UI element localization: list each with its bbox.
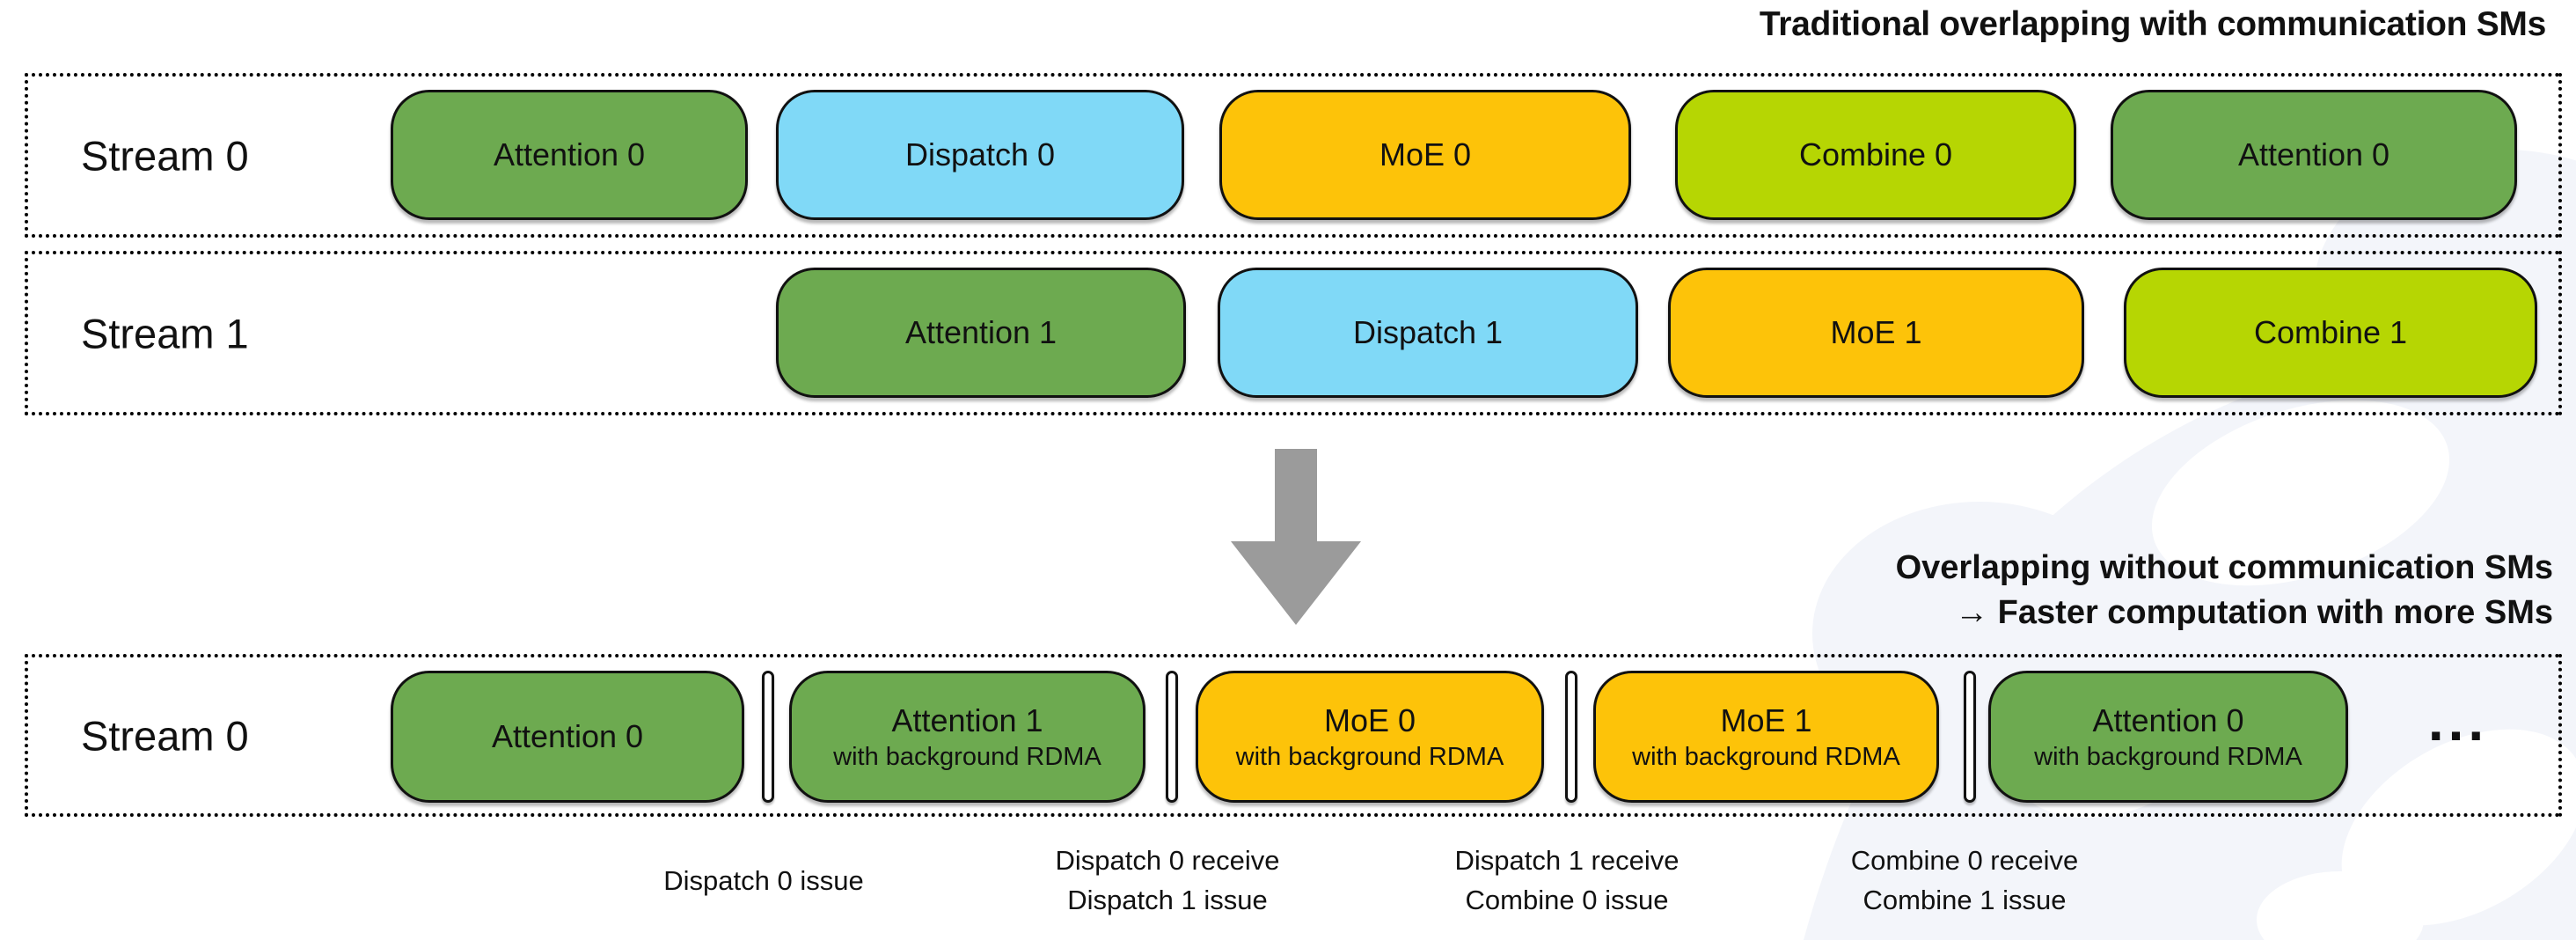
task-block-label: MoE 0: [1323, 701, 1416, 738]
task-block-label: Attention 1: [891, 701, 1043, 738]
task-block-moe: MoE 1 with background RDMA: [1593, 671, 1939, 803]
task-block-attention: Attention 0 with background RDMA: [1988, 671, 2348, 803]
overlap-note: Overlapping without communication SMs → …: [1896, 546, 2553, 635]
task-block-moe: MoE 0 with background RDMA: [1196, 671, 1544, 803]
task-block-label: Dispatch 1: [1352, 314, 1504, 350]
stream-label: Stream 0: [81, 132, 249, 179]
task-block-attention: Attention 0: [2111, 90, 2517, 220]
task-block-attention: Attention 1 with background RDMA: [789, 671, 1145, 803]
stream-label: Stream 1: [81, 310, 249, 356]
task-block-label: Attention 0: [491, 718, 644, 754]
task-block-sublabel: with background RDMA: [1632, 742, 1900, 771]
task-block-attention: Attention 1: [776, 268, 1186, 398]
ellipsis: ...: [2379, 657, 2537, 815]
sync-barrier: [1964, 671, 1976, 803]
task-block-label: Combine 1: [2253, 314, 2408, 350]
sync-barrier: [1166, 671, 1178, 803]
task-block-attention: Attention 0: [391, 671, 744, 803]
task-block-sublabel: with background RDMA: [1235, 742, 1504, 771]
task-block-sublabel: with background RDMA: [833, 742, 1101, 771]
task-block-dispatch: Dispatch 1: [1218, 268, 1638, 398]
traditional-section-title: Traditional overlapping with communicati…: [1759, 5, 2546, 43]
down-arrow: [1231, 449, 1361, 625]
task-block-label: MoE 0: [1379, 136, 1472, 173]
sync-barrier: [1565, 671, 1577, 803]
task-block-combine: Combine 0: [1675, 90, 2076, 220]
stream-label: Stream 0: [81, 712, 249, 759]
stream-row-traditional-1: Stream 1 Attention 1 Dispatch 1 MoE 1 Co…: [25, 251, 2562, 415]
task-block-label: MoE 1: [1830, 314, 1922, 350]
task-block-label: Attention 0: [2237, 136, 2390, 173]
task-block-label: Attention 0: [493, 136, 646, 173]
overlap-note-line1: Overlapping without communication SMs: [1895, 549, 2553, 586]
task-block-label: MoE 1: [1720, 701, 1812, 738]
event-label-dispatch0-issue: Dispatch 0 issue: [663, 864, 864, 896]
ellipsis-text: ...: [2427, 688, 2489, 753]
task-block-label: Attention 1: [904, 314, 1057, 350]
task-block-attention: Attention 0: [391, 90, 748, 220]
task-block-sublabel: with background RDMA: [2034, 742, 2302, 771]
task-block-label: Combine 0: [1798, 136, 1953, 173]
stream-row-traditional-0: Stream 0 Attention 0 Dispatch 0 MoE 0 Co…: [25, 73, 2562, 238]
sync-barrier: [762, 671, 774, 803]
task-block-label: Attention 0: [2092, 701, 2244, 738]
task-block-moe: MoE 1: [1668, 268, 2084, 398]
task-block-label: Dispatch 0: [904, 136, 1056, 173]
task-block-combine: Combine 1: [2124, 268, 2537, 398]
stream-row-fused-0: Stream 0 Attention 0 Attention 1 with bac…: [25, 654, 2562, 817]
task-block-dispatch: Dispatch 0: [776, 90, 1184, 220]
overlap-note-line2: → Faster computation with more SMs: [1955, 594, 2553, 631]
task-block-moe: MoE 0: [1219, 90, 1631, 220]
